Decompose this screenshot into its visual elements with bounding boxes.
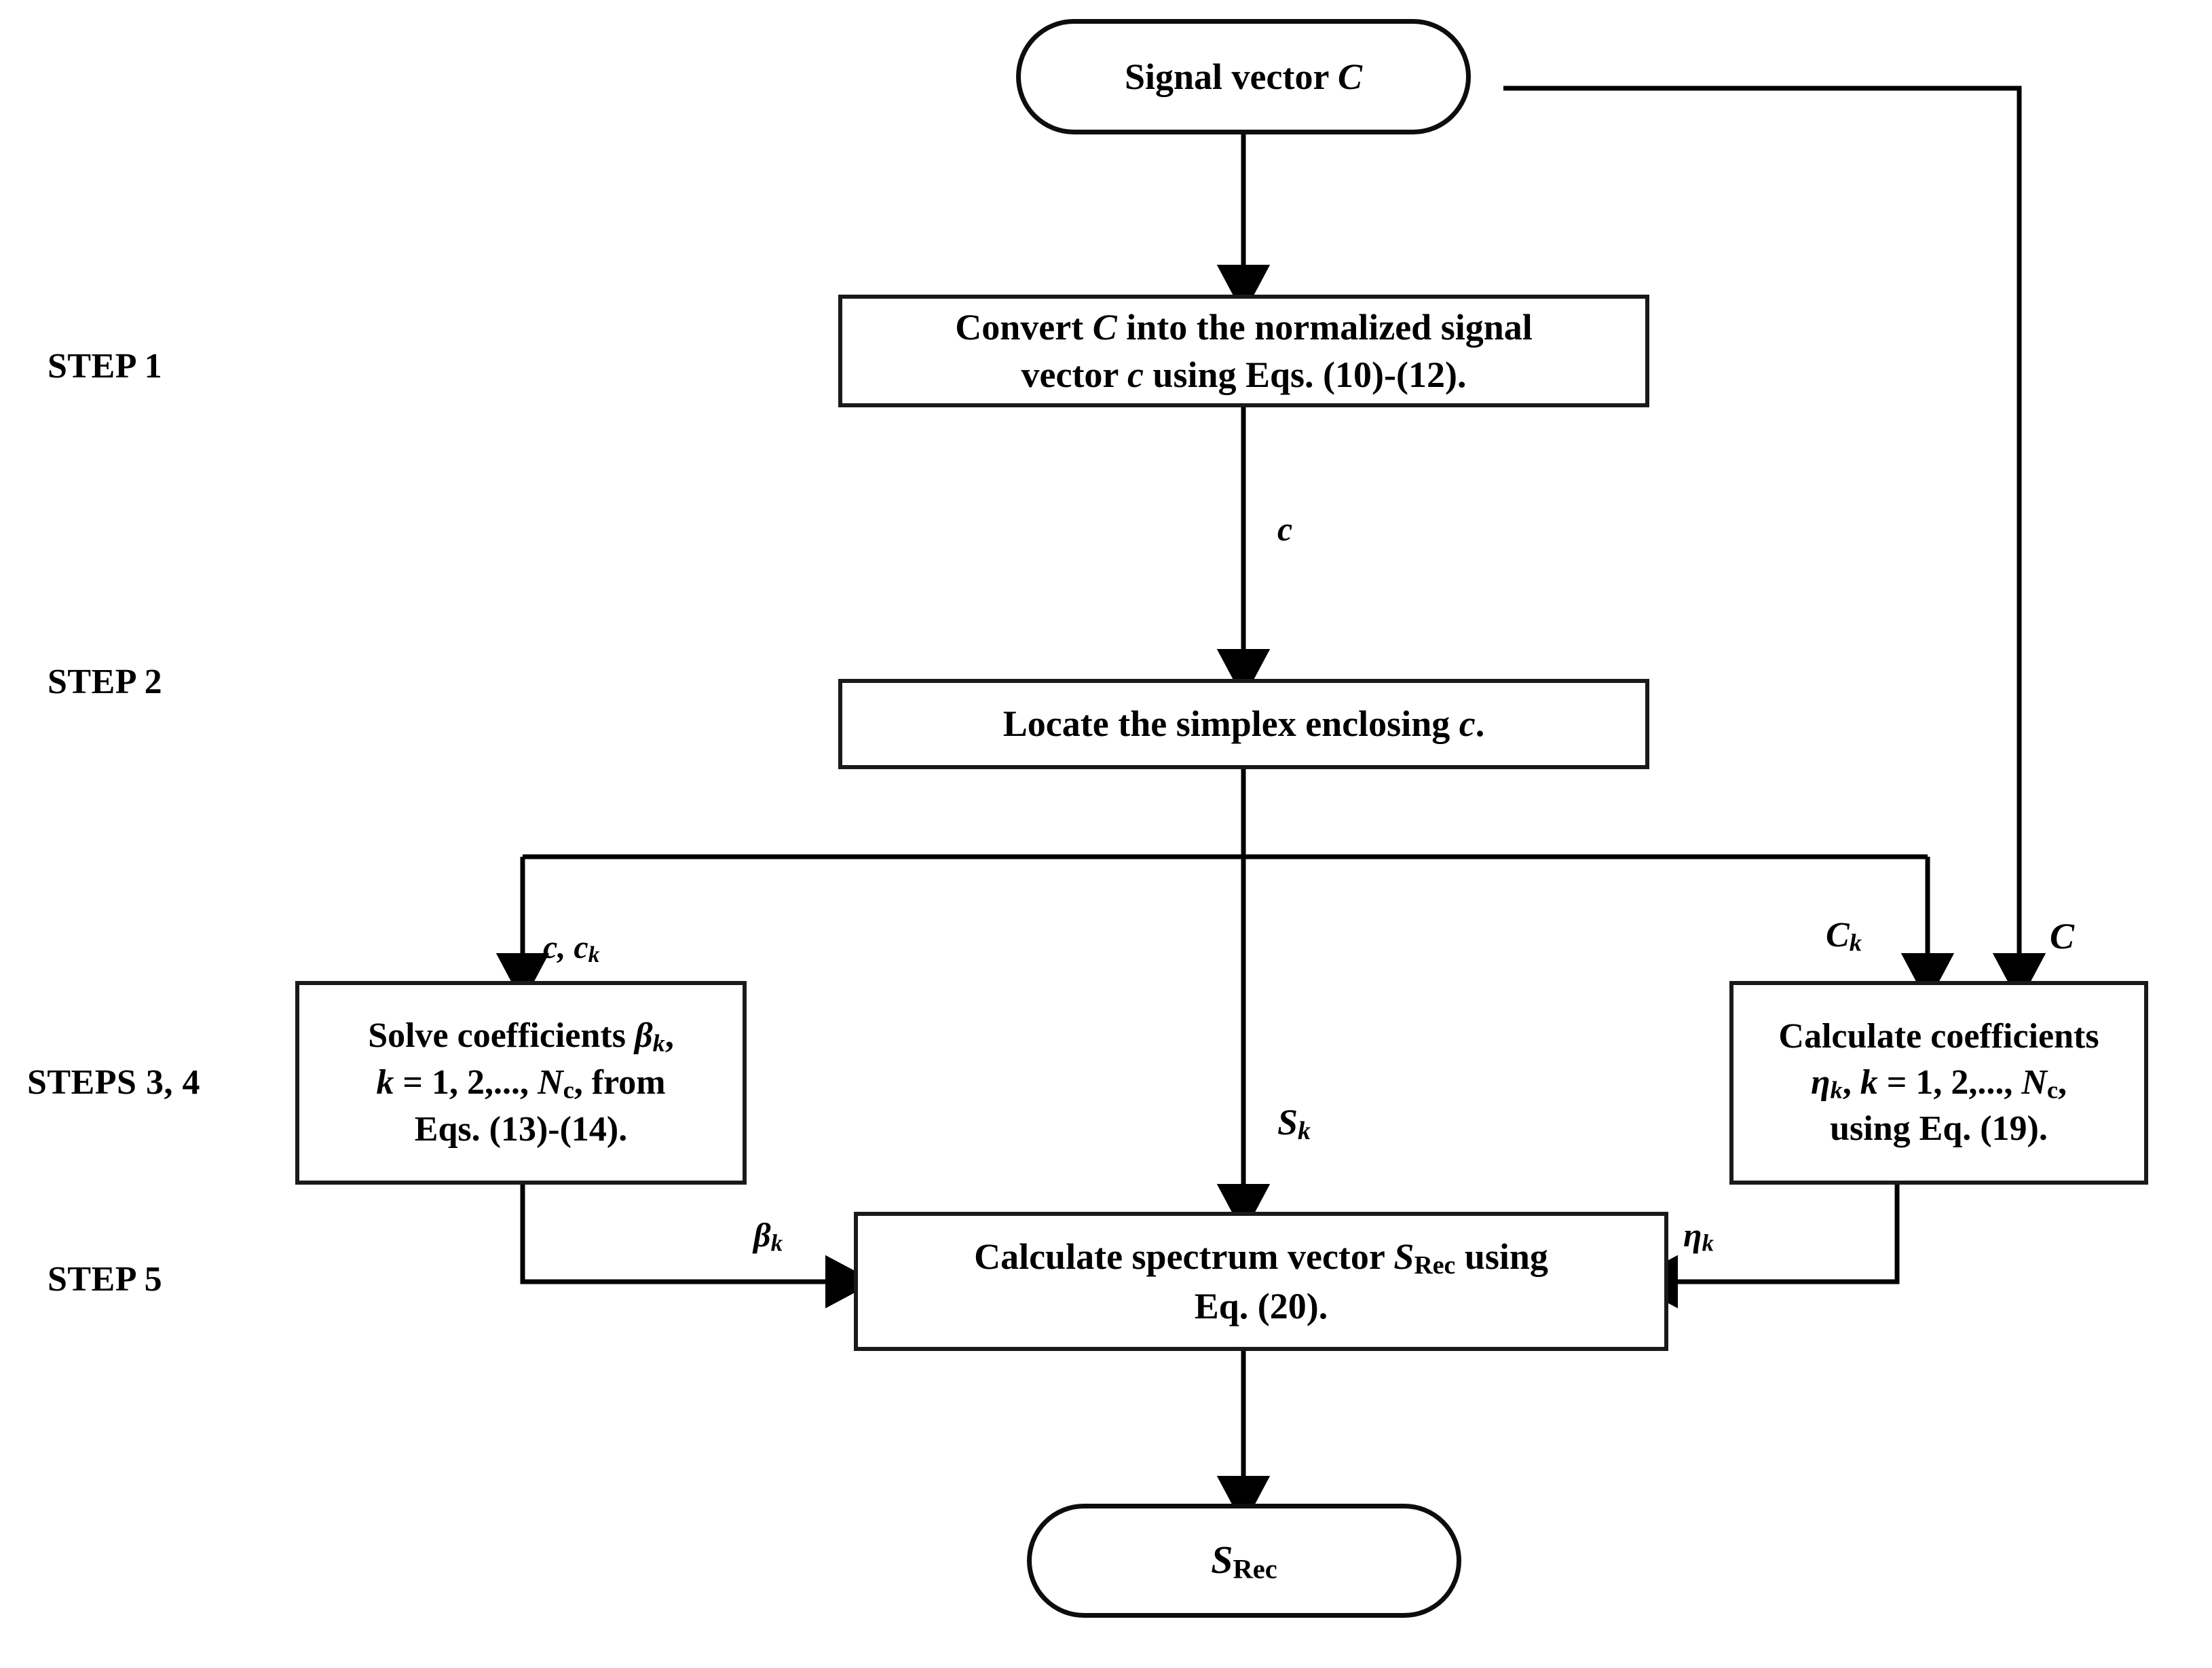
step-label-3-4: STEPS 3, 4 — [27, 1063, 200, 1102]
node-beta-label: Solve coefficients βk, k = 1, 2,..., Nc,… — [368, 1016, 674, 1149]
edge-label-sk: Sk — [1277, 1102, 1311, 1145]
step-label-1: STEP 1 — [48, 347, 163, 386]
wire-start-to-eta-C — [1503, 86, 2046, 1003]
step-label-2: STEP 2 — [48, 663, 163, 701]
wire-beta-to-step5 — [520, 1185, 876, 1309]
node-start-label: Signal vector C — [1124, 56, 1362, 97]
edge-label-Ck: Ck — [1826, 916, 1862, 957]
edge-label-C: C — [2050, 916, 2075, 957]
node-start-terminator: Signal vector C — [1016, 19, 1471, 134]
edge-label-betak: βk — [753, 1216, 783, 1257]
node-beta-process: Solve coefficients βk, k = 1, 2,..., Nc,… — [295, 981, 747, 1185]
node-end-label: SRec — [1211, 1537, 1277, 1584]
node-step2-process: Locate the simplex enclosing c. — [838, 679, 1649, 769]
node-eta-process: Calculate coefficients ηk, k = 1, 2,...,… — [1729, 981, 2148, 1185]
step-label-5: STEP 5 — [48, 1260, 163, 1299]
wire-eta-to-step5 — [1628, 1185, 1900, 1309]
edge-label-etak: ηk — [1683, 1216, 1714, 1257]
edge-label-c: c — [1277, 510, 1293, 548]
node-eta-label: Calculate coefficients ηk, k = 1, 2,...,… — [1778, 1016, 2099, 1149]
node-step2-label: Locate the simplex enclosing c. — [1002, 703, 1485, 745]
edge-label-c-ck: c, ck — [543, 929, 600, 968]
node-end-terminator: SRec — [1027, 1504, 1461, 1618]
